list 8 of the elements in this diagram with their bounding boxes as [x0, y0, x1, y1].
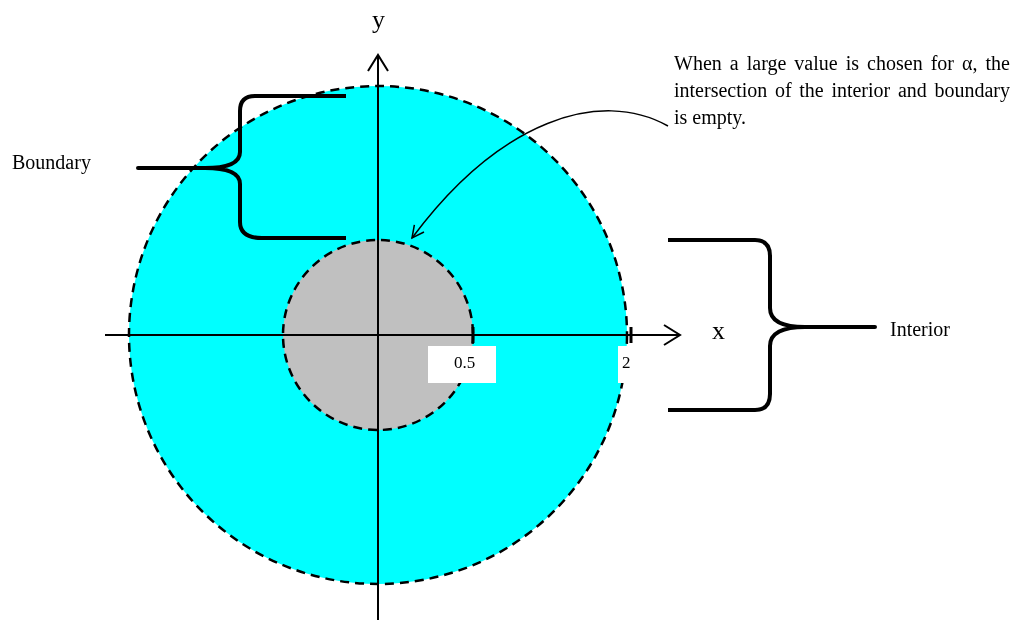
- tick-label: 0.5: [428, 346, 496, 383]
- region-label: Boundary: [12, 151, 91, 173]
- note-text: When a large value is chosen for α, the intersection of the interior and boundary is empty.: [674, 50, 1010, 131]
- axis-label: x: [712, 317, 725, 346]
- axis-label: y: [372, 6, 385, 35]
- inner-disk: [281, 238, 475, 432]
- region-label: Interior: [890, 318, 950, 340]
- leader-line: [411, 110, 669, 239]
